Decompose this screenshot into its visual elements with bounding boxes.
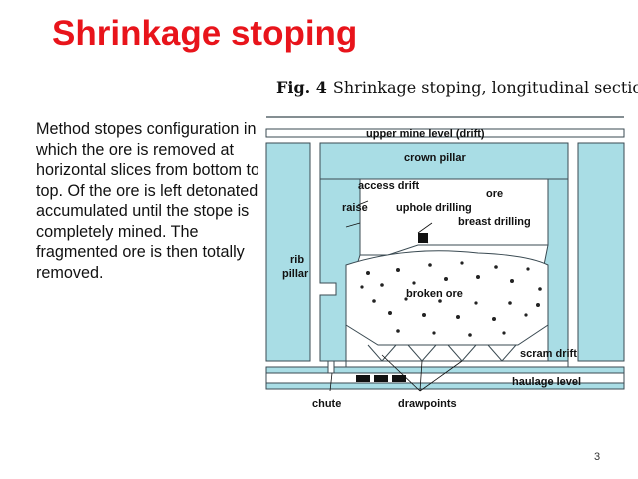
label-crown-pillar: crown pillar xyxy=(404,152,466,164)
left-rock-wall xyxy=(265,142,311,362)
scram-drift xyxy=(345,360,569,368)
page-number: 3 xyxy=(594,451,601,463)
drawpoint-cones xyxy=(367,344,517,362)
label-chute: chute xyxy=(312,398,341,410)
label-uphole-drilling: uphole drilling xyxy=(396,202,472,214)
driller-figure xyxy=(418,233,428,243)
figure-number: Fig. 4 xyxy=(276,78,327,97)
label-haulage-level: haulage level xyxy=(512,376,581,388)
label-access-drift: access drift xyxy=(358,180,419,192)
ore-fragments xyxy=(360,261,542,337)
label-upper-mine-level: upper mine level (drift) xyxy=(366,128,485,140)
upper-mine-drift xyxy=(265,128,625,138)
right-rock-wall xyxy=(577,142,625,362)
label-ore: ore xyxy=(486,188,503,200)
description-text: Method stopes configuration in which the… xyxy=(36,120,261,282)
broken-ore-pile xyxy=(345,250,549,346)
label-broken-ore: broken ore xyxy=(406,288,463,300)
label-pillar: pillar xyxy=(282,268,309,280)
crown-pillar xyxy=(319,142,569,180)
slide-title: Shrinkage stoping xyxy=(52,14,358,53)
label-raise: raise xyxy=(342,202,368,214)
label-drawpoints: drawpoints xyxy=(398,398,457,410)
figure-caption-text: Shrinkage stoping, longitudinal section. xyxy=(332,78,638,97)
label-rib: rib xyxy=(290,254,304,266)
mine-section-diagram: upper mine level (drift) crown pillar ac… xyxy=(265,116,625,410)
right-rib-pillar xyxy=(543,178,569,362)
figure-caption: Fig. 4 Shrinkage stoping, longitudinal se… xyxy=(276,78,638,97)
ore-cars xyxy=(356,375,406,382)
chute-marker xyxy=(327,360,335,374)
label-scram-drift: scram drift xyxy=(520,348,577,360)
label-breast-drilling: breast drilling xyxy=(458,216,531,228)
ore-zone xyxy=(359,178,549,256)
